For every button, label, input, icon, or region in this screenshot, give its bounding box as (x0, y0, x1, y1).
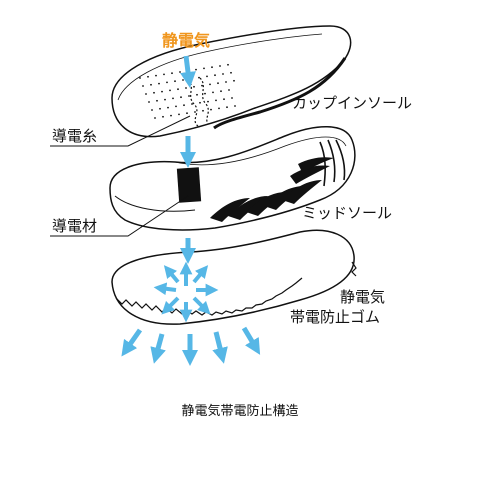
perforation-dot (159, 107, 161, 110)
perforation-dot (177, 88, 179, 91)
perforation-dot (195, 68, 197, 71)
perforation-dot (185, 87, 187, 89)
label-static-electricity-top: 静電気 (162, 31, 210, 50)
perforation-dot (207, 100, 209, 103)
perforation-dot (147, 75, 149, 78)
perforation-dot (227, 63, 229, 66)
perforation-dot (226, 106, 228, 109)
perforation-dot (206, 75, 208, 78)
perforation-dot (211, 66, 213, 69)
perforation-dot (188, 95, 190, 97)
conductive-material-block (176, 167, 202, 203)
perforation-dot (151, 109, 153, 111)
label-cup-insole: カップインソール (292, 94, 412, 112)
perforation-dot (204, 92, 206, 95)
perforation-dot (166, 81, 168, 84)
perforation-dot (145, 93, 147, 95)
perforation-dot (154, 117, 156, 119)
static-flow-arrows (121, 55, 261, 366)
perforation-dot (156, 99, 158, 102)
perforation-dot (153, 91, 155, 94)
perforation-dot (209, 83, 211, 86)
diagram-caption: 静電気帯電防止構造 (181, 404, 299, 419)
perforation-dot (215, 99, 217, 102)
perforation-dot (202, 109, 204, 112)
antistatic-rubber-outsole (111, 229, 357, 325)
insole-perforation-dots (139, 63, 236, 119)
perforation-dot (193, 85, 195, 88)
perforation-dot (230, 71, 232, 74)
perforation-dot (178, 113, 180, 116)
perforation-dot (163, 73, 165, 76)
perforation-dot (219, 65, 221, 67)
perforation-dot (217, 82, 219, 85)
perforation-dot (162, 115, 164, 118)
callout-line-material (50, 195, 189, 237)
perforation-dot (172, 97, 174, 100)
perforation-dot (198, 76, 200, 79)
discharge-arrows (121, 326, 261, 366)
perforation-dot (194, 111, 196, 113)
perforation-dot (233, 79, 235, 82)
perforation-dot (182, 79, 184, 81)
cup-insole (111, 25, 352, 138)
perforation-dot (155, 74, 157, 77)
label-rubber-line2: 帯電防止ゴム (290, 308, 380, 326)
callout-lines (50, 115, 191, 237)
perforation-dot (148, 101, 150, 103)
perforation-dot (142, 85, 144, 87)
perforation-dot (218, 107, 220, 110)
conductive-thread-stitch (187, 79, 199, 127)
perforation-dot (203, 67, 205, 70)
perforation-dot (175, 105, 177, 108)
perforation-dot (228, 89, 230, 91)
midsole (109, 126, 356, 231)
perforation-dot (210, 108, 212, 111)
arrow-down-top (180, 55, 196, 88)
perforation-dot (183, 104, 185, 107)
perforation-dot (199, 101, 201, 104)
perforation-dot (180, 96, 182, 99)
callout-line-thread (50, 115, 191, 147)
perforation-dot (186, 112, 188, 115)
perforation-dot (161, 90, 163, 93)
label-midsole: ミッドソール (302, 204, 392, 222)
perforation-dot (164, 98, 166, 101)
radial-dispersion-arrows (153, 261, 219, 323)
perforation-dot (150, 83, 152, 86)
perforation-dot (214, 74, 216, 77)
perforation-dot (170, 114, 172, 117)
perforation-dot (234, 105, 236, 107)
perforation-dot (167, 106, 169, 109)
perforation-dot (225, 81, 227, 83)
perforation-dot (212, 91, 214, 94)
perforation-dot (222, 73, 224, 75)
perforation-dot (220, 90, 222, 93)
perforation-dot (201, 84, 203, 87)
perforation-dot (139, 77, 141, 79)
perforation-dot (223, 98, 225, 101)
midsole-wave-pattern (210, 157, 334, 222)
label-conductive-thread: 導電糸 (52, 127, 97, 145)
label-rubber-line1: 静電気 (340, 288, 385, 306)
perforation-dot (191, 103, 193, 105)
perforation-dot (196, 93, 198, 96)
perforation-dot (179, 71, 181, 73)
perforation-dot (174, 80, 176, 83)
label-conductive-material: 導電材 (52, 217, 97, 235)
perforation-dot (169, 89, 171, 92)
perforation-dot (171, 72, 173, 75)
perforation-dot (231, 97, 233, 99)
perforation-dot (158, 82, 160, 85)
